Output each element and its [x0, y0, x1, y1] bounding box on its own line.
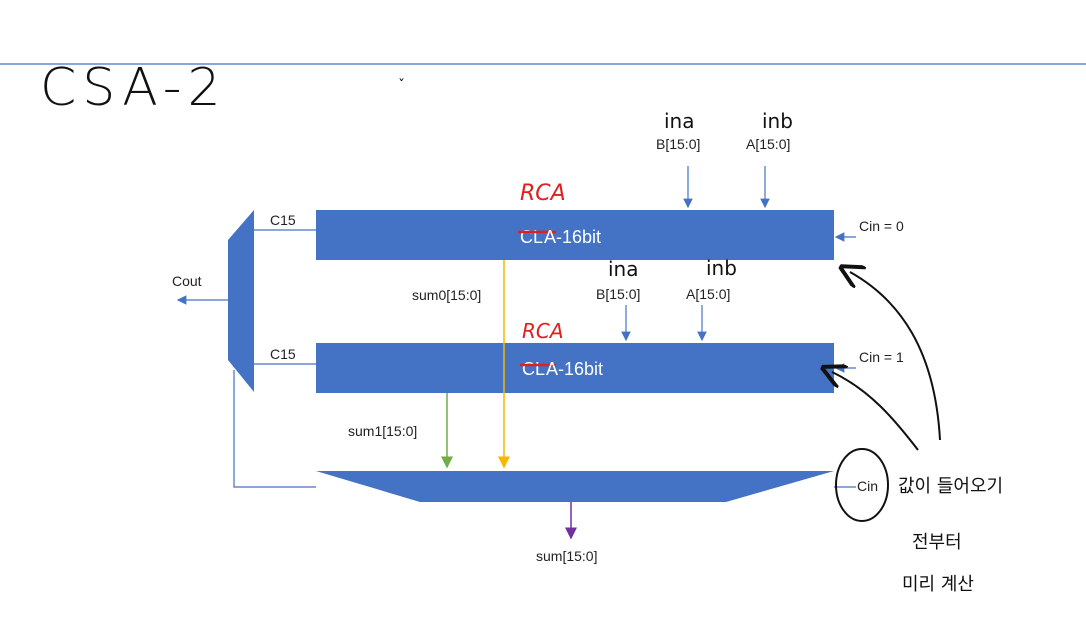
bottom-cin-label: Cin = 1	[859, 349, 904, 365]
bottom-adder-block	[316, 343, 834, 393]
bottom-adder-label-struck: CL	[522, 359, 545, 379]
page-title: CSA-2	[40, 58, 227, 118]
top-cin-label: Cin = 0	[859, 218, 904, 234]
sum1-label: sum1[15:0]	[348, 423, 417, 439]
sum-mux	[316, 471, 834, 502]
top-inb-hand: inb	[762, 109, 793, 133]
top-adder-block	[316, 210, 834, 260]
carry-mux	[228, 210, 254, 392]
top-rca-note: RCA	[520, 181, 566, 206]
bottom-rca-note: RCA	[522, 319, 564, 343]
note-line-2: 전부터	[912, 532, 962, 553]
top-ina-hand: ina	[664, 109, 695, 133]
hand-arrow-bottom	[832, 372, 919, 451]
top-adder-label-struck: CL	[520, 227, 543, 247]
select-wire	[233, 370, 316, 488]
bottom-c15-label: C15	[270, 346, 296, 362]
bottom-adder-label: A-16bit	[546, 359, 603, 379]
bottom-b-label: B[15:0]	[596, 286, 640, 302]
hand-arrow-top	[850, 272, 941, 441]
stray-mark: ˇ	[398, 78, 405, 94]
note-line-1: 값이 들어오기	[898, 476, 1003, 497]
top-a-label: A[15:0]	[746, 136, 790, 152]
top-c15-label: C15	[270, 212, 296, 228]
top-b-label: B[15:0]	[656, 136, 700, 152]
cout-label: Cout	[172, 273, 202, 289]
top-adder-label: A-16bit	[544, 227, 601, 247]
note-line-3: 미리 계산	[902, 574, 974, 595]
bottom-inb-hand: inb	[706, 256, 737, 280]
sum0-label: sum0[15:0]	[412, 287, 481, 303]
sum-label: sum[15:0]	[536, 548, 597, 564]
sum-mux-cin-label: Cin	[857, 478, 878, 494]
bottom-ina-hand: ina	[608, 257, 639, 281]
bottom-a-label: A[15:0]	[686, 286, 730, 302]
cin-circle	[835, 448, 889, 522]
